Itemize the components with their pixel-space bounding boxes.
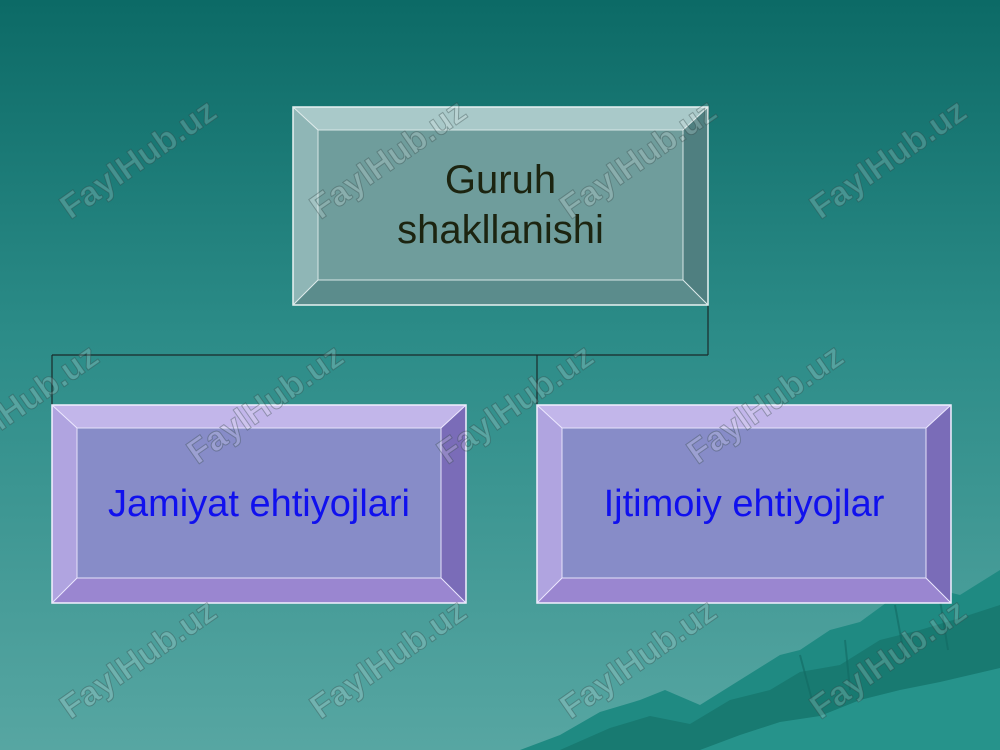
connector-lines <box>51 305 709 405</box>
child-box-right <box>536 404 952 604</box>
root-label-line1: Guruh <box>444 158 557 202</box>
root-box <box>292 106 709 306</box>
root-box-label: Guruh shakllanishi <box>318 130 683 280</box>
child-right-label: Ijtimoiy ehtiyojlar <box>603 483 885 526</box>
root-label-line2: shakllanishi <box>397 208 604 252</box>
child-left-label: Jamiyat ehtiyojlari <box>108 483 410 526</box>
mountain-decoration <box>520 570 1000 750</box>
child-box-left <box>51 404 467 604</box>
